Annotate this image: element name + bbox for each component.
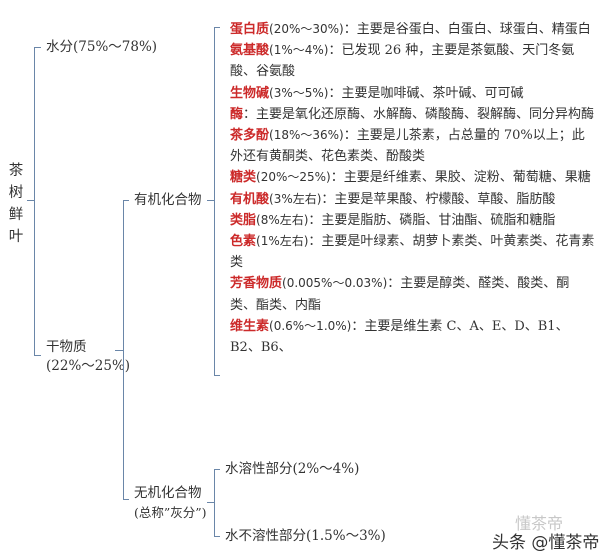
bracket-inorganic-top	[214, 469, 220, 470]
component-desc: ：主要是脂肪、磷脂、甘油酯、硫脂和糖脂	[308, 212, 556, 228]
node-organic: 有机化合物	[134, 192, 202, 208]
component-pct: (3%左右)	[269, 191, 322, 206]
component-name: 芳香物质	[230, 276, 283, 292]
node-water-insoluble: 水不溶性部分(1.5%～3%)	[225, 528, 386, 544]
component-pigment: 色素(1%左右)：主要是叶绿素、胡萝卜素类、叶黄素类、花青素类	[230, 231, 595, 273]
dry-matter-pct: (22%～25%)	[46, 358, 131, 374]
node-dry-matter: 干物质 (22%～25%)	[46, 338, 130, 376]
component-desc: ：主要是纤维素、果胶、淀粉、葡萄糖、果糖	[330, 170, 591, 186]
component-desc: ：主要是咖啡碱、茶叶碱、可可碱	[328, 85, 524, 101]
component-name: 生物碱	[230, 85, 270, 101]
component-pct: (8%左右)	[256, 212, 309, 227]
component-pct: (3%～5%)	[269, 85, 329, 100]
node-water: 水分(75%～78%)	[46, 39, 158, 55]
organic-component-list: 蛋白质(20%～30%)：主要是谷蛋白、白蛋白、球蛋白、精蛋白 氨基酸(1%～4…	[230, 19, 595, 358]
bracket-inorganic-stub	[207, 502, 214, 503]
component-desc: ：主要是谷蛋白、白蛋白、球蛋白、精蛋白	[343, 22, 591, 37]
component-desc: ：主要是儿茶素，占总量的 70%以上；此外还有黄酮类、花色素类、酚酸类	[230, 128, 585, 165]
component-desc: ：主要是氧化还原酶、水解酶、磷酸酶、裂解酶、同分异构酶	[243, 106, 595, 122]
root-char: 鲜	[8, 207, 24, 223]
bracket-root-stub	[27, 200, 34, 201]
component-name: 有机酸	[230, 191, 270, 207]
component-pct: (20%～25%)	[256, 170, 331, 185]
dry-matter-name: 干物质	[46, 339, 87, 355]
component-name: 茶多酚	[230, 128, 270, 144]
bracket-root-top	[34, 47, 41, 48]
component-desc: ：已发现 26 种，主要是茶氨酸、天门冬氨酸、谷氨酸	[230, 43, 575, 80]
component-pct: (20%～30%)	[269, 22, 344, 36]
component-desc: ：主要是维生素 C、A、E、D、B1、B2、B6、	[230, 318, 569, 356]
component-aroma: 芳香物质(0.005%～0.03%)：主要是醇类、醛类、酸类、酮类、酯类、内酯	[230, 273, 595, 315]
bracket-inorganic-vertical	[214, 469, 215, 537]
inorganic-note: (总称”灰分”)	[134, 505, 207, 520]
component-pct: (1%～4%)	[269, 43, 329, 58]
component-amino-acid: 氨基酸(1%～4%)：已发现 26 种，主要是茶氨酸、天门冬氨酸、谷氨酸	[230, 40, 595, 82]
bracket-dry-top	[123, 200, 129, 201]
component-desc: ：主要是苹果酸、柠檬酸、草酸、脂肪酸	[321, 191, 556, 207]
component-vitamin: 维生素(0.6%～1.0%)：主要是维生素 C、A、E、D、B1、B2、B6、	[230, 316, 595, 358]
component-pct: (0.005%～0.03%)	[282, 276, 388, 291]
component-pct: (1%左右)	[256, 234, 309, 249]
component-name: 蛋白质	[230, 22, 270, 37]
bracket-dry-bottom	[123, 499, 129, 500]
watermark-faint: 懂茶帝	[515, 514, 564, 533]
component-desc: ：主要是叶绿素、胡萝卜素类、叶黄素类、花青素类	[230, 234, 595, 271]
bracket-inorganic-bottom	[214, 536, 220, 537]
inorganic-name: 无机化合物	[134, 485, 202, 501]
root-char: 茶	[8, 163, 24, 179]
component-protein: 蛋白质(20%～30%)：主要是谷蛋白、白蛋白、球蛋白、精蛋白	[230, 19, 595, 40]
bracket-organic-vertical	[214, 27, 215, 376]
component-sugar: 糖类(20%～25%)：主要是纤维素、果胶、淀粉、葡萄糖、果糖	[230, 167, 595, 188]
watermark: 头条 @懂茶帝	[492, 533, 600, 553]
node-inorganic: 无机化合物 (总称”灰分”)	[134, 484, 207, 522]
root-label: 茶 树 鲜 叶	[8, 160, 24, 248]
component-pct: (18%～36%)	[269, 128, 344, 143]
bracket-dry-stub	[115, 350, 123, 351]
component-name: 糖类	[230, 170, 257, 186]
component-name: 酶	[230, 106, 244, 122]
bracket-organic-stub	[207, 200, 214, 201]
bracket-root-bottom	[34, 355, 41, 356]
component-name: 色素	[230, 234, 257, 250]
component-tea-polyphenol: 茶多酚(18%～36%)：主要是儿茶素，占总量的 70%以上；此外还有黄酮类、花…	[230, 125, 595, 167]
node-water-soluble: 水溶性部分(2%～4%)	[225, 461, 360, 477]
root-char: 树	[8, 185, 24, 201]
bracket-organic-bottom	[214, 375, 220, 376]
component-pct: (0.6%～1.0%)	[269, 318, 352, 333]
component-alkaloid: 生物碱(3%～5%)：主要是咖啡碱、茶叶碱、可可碱	[230, 83, 595, 104]
bracket-root-vertical	[34, 47, 35, 356]
component-name: 氨基酸	[230, 43, 270, 59]
root-char: 叶	[8, 229, 24, 245]
component-name: 维生素	[230, 318, 270, 334]
component-enzyme: 酶：主要是氧化还原酶、水解酶、磷酸酶、裂解酶、同分异构酶	[230, 104, 595, 125]
component-lipid: 类脂(8%左右)：主要是脂肪、磷脂、甘油酯、硫脂和糖脂	[230, 210, 595, 231]
component-desc: ：主要是醇类、醛类、酸类、酮类、酯类、内酯	[230, 276, 570, 313]
component-organic-acid: 有机酸(3%左右)：主要是苹果酸、柠檬酸、草酸、脂肪酸	[230, 189, 595, 210]
bracket-organic-top	[214, 27, 220, 28]
bracket-dry-vertical	[123, 200, 124, 500]
component-name: 类脂	[230, 212, 257, 228]
